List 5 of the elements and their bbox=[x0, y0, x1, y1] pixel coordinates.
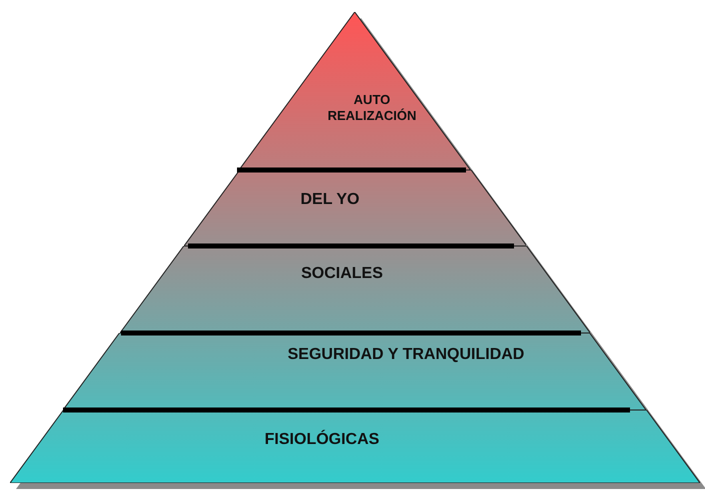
level-label: SEGURIDAD Y TRANQUILIDAD bbox=[286, 345, 526, 364]
level-label: AUTO REALIZACIÓN bbox=[326, 92, 418, 124]
level-label: SOCIALES bbox=[300, 264, 384, 284]
level-label: DEL YO bbox=[299, 190, 360, 210]
level-label: FISIOLÓGICAS bbox=[264, 430, 380, 450]
